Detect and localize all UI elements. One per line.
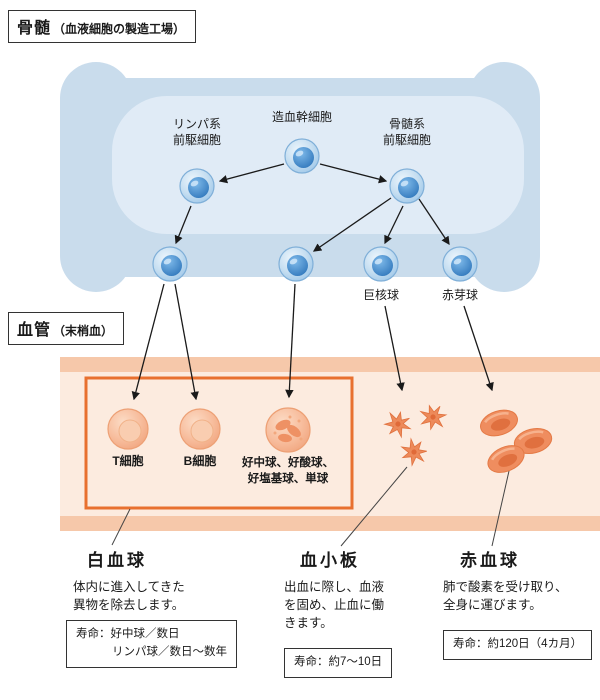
rbc-lifespan-box: 寿命：約120日（4カ月） [443, 630, 593, 660]
t-cell-label: T細胞 [112, 454, 144, 468]
wbc-highlight-box [84, 376, 354, 510]
blood-vessel-title-box: 血管 （末梢血） [8, 312, 125, 345]
platelet-connector-line [340, 466, 408, 547]
differentiation-arrows [131, 163, 494, 401]
arrow-to-red-blood-cells [463, 305, 494, 392]
b-cell-label: B細胞 [183, 454, 217, 468]
bone-shape [60, 62, 540, 292]
granulocyte-precursor-cell [278, 246, 314, 282]
granulocyte-cell-shape [265, 407, 311, 453]
platelet-description: 出血に際し、血液 を固め、止血に働 きます。 [284, 580, 385, 631]
stem-cell-label: 造血幹細胞 [271, 110, 332, 124]
blood-vessel-subtitle: （末梢血） [53, 324, 114, 338]
arrow-to-granulocytes [285, 283, 296, 399]
wbc-lifespan-box: 寿命：好中球／数日 リンパ球／数日〜数年 [66, 620, 237, 668]
arrow-to-b-cell [174, 283, 199, 401]
erythroblast-label: 赤芽球 [441, 288, 478, 302]
arrow-stem-to-myeloid [319, 163, 388, 184]
t-cell-shape [107, 408, 149, 450]
bone-marrow-subtitle: （血液細胞の製造工場） [53, 22, 186, 36]
rbc-connector-line [491, 470, 510, 547]
arrow-to-platelets [384, 305, 405, 392]
bone-marrow-title: 骨髄 [17, 20, 52, 37]
blood-vessel-title: 血管 [17, 322, 52, 339]
rbc-heading: 赤血球 [460, 551, 520, 570]
hematopoietic-stem-cell [284, 138, 320, 174]
wbc-description: 体内に進入してきた 異物を除去します。 [73, 580, 185, 613]
legend-connector-lines [111, 466, 510, 547]
arrow-myeloid-to-erythroblast [418, 198, 450, 246]
myeloid-progenitor-label: 骨髄系 前駆細胞 [382, 117, 431, 148]
lymphoid-progenitor-label: リンパ系 前駆細胞 [172, 117, 221, 148]
erythroblast-cell [442, 246, 478, 282]
bone-marrow-cavity [112, 96, 524, 234]
megakaryocyte-label: 巨核球 [362, 288, 399, 302]
blood-vessel-shape [60, 357, 600, 531]
wbc-heading: 白血球 [87, 551, 147, 570]
platelet-lifespan-box: 寿命：約7〜10日 [284, 648, 393, 678]
arrow-stem-to-lymphoid [218, 163, 285, 184]
lymphoid-precursor-cell [152, 246, 188, 282]
bone-marrow-title-box: 骨髄 （血液細胞の製造工場） [8, 10, 197, 43]
platelet-heading: 血小板 [300, 551, 360, 570]
arrow-myeloid-to-granulocyte-precursor [312, 197, 392, 252]
myeloid-progenitor-cell [389, 168, 425, 204]
b-cell-shape [179, 408, 221, 450]
megakaryocyte-cell [363, 246, 399, 282]
granulocytes-label: 好中球、好酸球、 好塩基球、単球 [242, 457, 334, 485]
arrow-to-t-cell [131, 283, 165, 401]
wbc-connector-line [111, 508, 131, 546]
rbc-description: 肺で酸素を受け取り、 全身に運びます。 [443, 580, 568, 613]
lymphoid-progenitor-cell [179, 168, 215, 204]
arrow-lymphoid-down [174, 205, 192, 245]
arrow-myeloid-to-megakaryocyte [384, 205, 404, 245]
